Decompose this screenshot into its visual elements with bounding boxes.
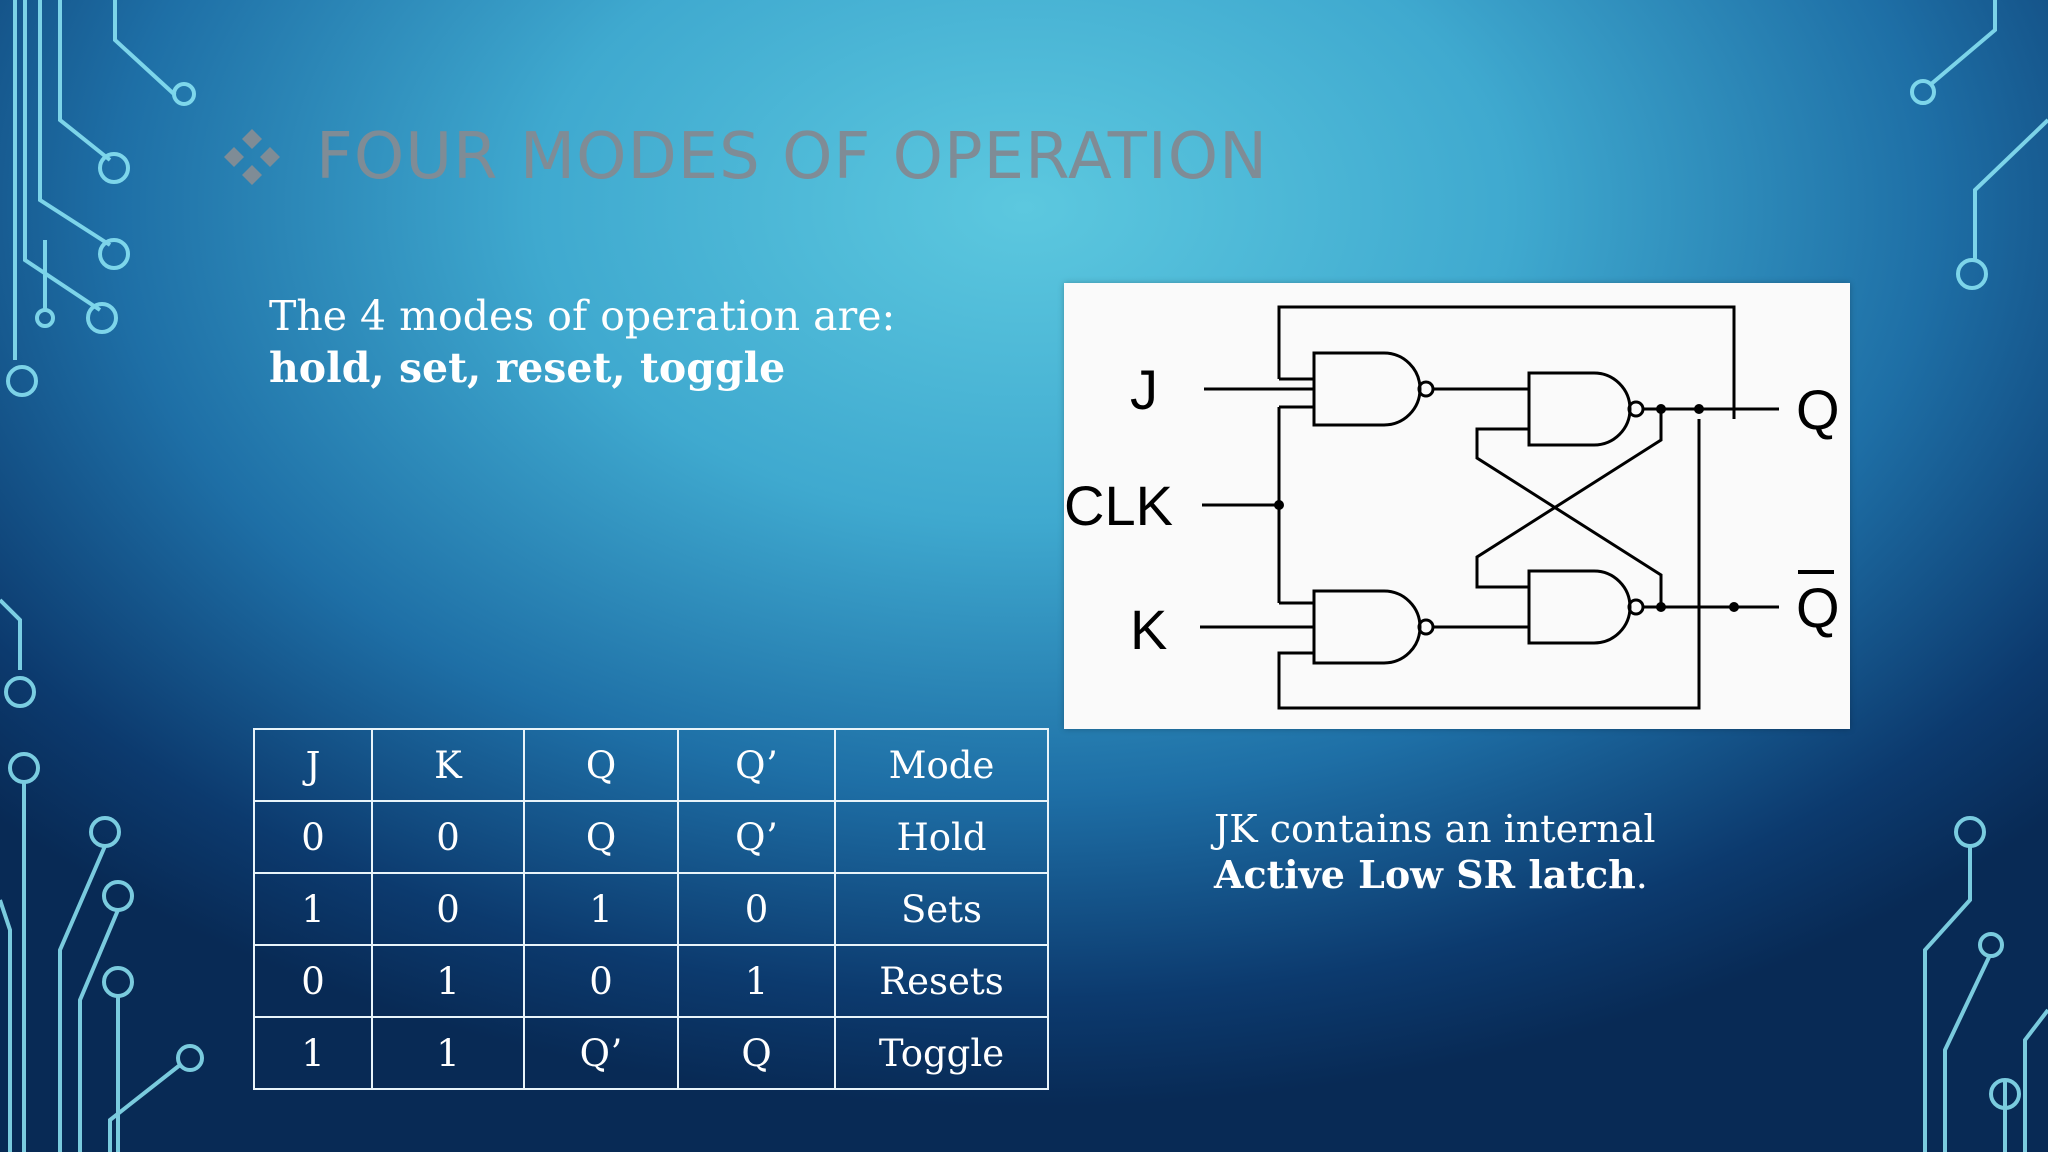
slide-title-text: FOUR MODES OF OPERATION: [316, 120, 1268, 194]
slide-title: FOUR MODES OF OPERATION: [222, 112, 1268, 202]
cell-j: 1: [253, 872, 373, 946]
jk-circuit-schematic: J CLK K Q Q: [1064, 305, 1840, 710]
note-line-1: JK contains an internal: [1214, 807, 1656, 851]
table-row: 0 1 0 1 Resets: [253, 944, 1049, 1018]
label-j: J: [1130, 358, 1158, 421]
jk-flip-flop-diagram: J CLK K Q Q: [1064, 283, 1850, 729]
header-q-prime: Q’: [677, 728, 836, 802]
label-q: Q: [1796, 378, 1840, 441]
cell-q-prime: 1: [677, 944, 836, 1018]
truth-table: J K Q Q’ Mode 0 0 Q Q’ Hold 1 0 1 0 Sets…: [253, 728, 1049, 1090]
cell-mode: Toggle: [834, 1016, 1049, 1090]
table-header-row: J K Q Q’ Mode: [253, 728, 1049, 802]
cell-k: 0: [371, 872, 525, 946]
table-row: 1 0 1 0 Sets: [253, 872, 1049, 946]
cell-q: 1: [523, 872, 679, 946]
table-row: 0 0 Q Q’ Hold: [253, 800, 1049, 874]
header-mode: Mode: [834, 728, 1049, 802]
cell-mode: Resets: [834, 944, 1049, 1018]
header-j: J: [253, 728, 373, 802]
cell-k: 1: [371, 944, 525, 1018]
cell-k: 0: [371, 800, 525, 874]
cell-q-prime: Q’: [677, 800, 836, 874]
table-row: 1 1 Q’ Q Toggle: [253, 1016, 1049, 1090]
cell-mode: Hold: [834, 800, 1049, 874]
cell-j: 1: [253, 1016, 373, 1090]
label-q-bar: Q: [1796, 576, 1840, 639]
cell-q-prime: Q: [677, 1016, 836, 1090]
cell-q-prime: 0: [677, 872, 836, 946]
intro-line-2: hold, set, reset, toggle: [269, 344, 786, 392]
label-clk: CLK: [1064, 474, 1173, 537]
cell-k: 1: [371, 1016, 525, 1090]
cell-q: Q’: [523, 1016, 679, 1090]
note-bold-text: Active Low SR latch: [1214, 852, 1636, 897]
note-period: .: [1635, 853, 1648, 897]
cell-q: 0: [523, 944, 679, 1018]
note-line-2: Active Low SR latch.: [1214, 852, 1656, 898]
intro-line-1: The 4 modes of operation are:: [269, 292, 896, 340]
cell-j: 0: [253, 944, 373, 1018]
cell-mode: Sets: [834, 872, 1049, 946]
cell-j: 0: [253, 800, 373, 874]
latch-note: JK contains an internal Active Low SR la…: [1214, 806, 1656, 898]
header-q: Q: [523, 728, 679, 802]
intro-text: The 4 modes of operation are: hold, set,…: [269, 290, 895, 394]
label-k: K: [1130, 598, 1167, 661]
cell-q: Q: [523, 800, 679, 874]
header-k: K: [371, 728, 525, 802]
diamond-bullet-icon: [224, 129, 280, 185]
